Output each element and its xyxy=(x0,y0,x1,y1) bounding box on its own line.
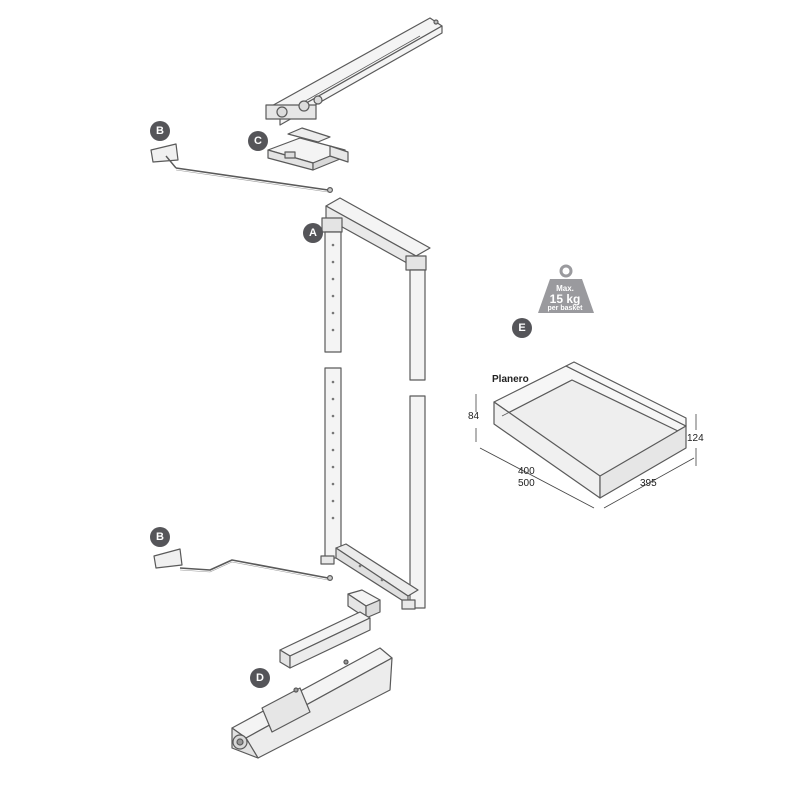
weight-line3: per basket xyxy=(547,305,583,312)
callout-e: E xyxy=(512,318,532,338)
weight-icon xyxy=(538,264,594,313)
dimension-lines xyxy=(475,394,697,509)
dim-395-label: 395 xyxy=(640,478,657,489)
rod-b-bottom xyxy=(153,548,334,581)
basket-planero xyxy=(493,361,687,499)
base-guide-d xyxy=(231,647,393,759)
top-slide-rail xyxy=(265,17,443,126)
callout-d: D xyxy=(250,668,270,688)
callout-b-bottom: B xyxy=(150,527,170,547)
dim-124-label: 124 xyxy=(687,433,704,444)
basket-name-label: Planero xyxy=(492,374,529,385)
dim-400-label: 400 xyxy=(518,466,535,477)
callout-c: C xyxy=(248,131,268,151)
mounting-bracket-c xyxy=(267,127,349,171)
weight-line2: 15 kg xyxy=(549,292,581,306)
callout-a: A xyxy=(303,223,323,243)
weight-line1: Max. xyxy=(556,284,574,293)
pull-out-frame-a xyxy=(320,197,431,610)
dim-500-label: 500 xyxy=(518,478,535,489)
dim-84-label: 84 xyxy=(468,411,480,422)
rod-b-top xyxy=(150,143,334,194)
lower-support-arm xyxy=(279,589,381,669)
callout-b-top: B xyxy=(150,121,170,141)
